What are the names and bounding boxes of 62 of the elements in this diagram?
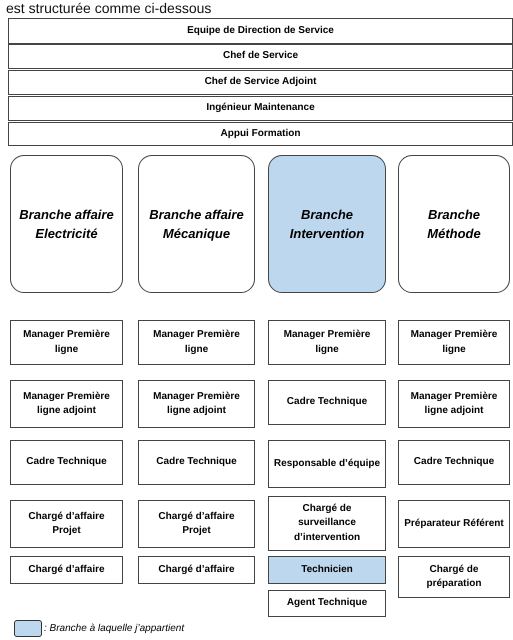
role-title: Chargé d’affaire Projet (27, 510, 106, 538)
role-title: Manager Première ligne adjoint (410, 390, 498, 418)
role-box (398, 440, 510, 485)
staff-bar (8, 122, 513, 146)
role-title: Préparateur Référent (403, 516, 505, 531)
branch-box (10, 155, 123, 293)
role-title: Cadre Technique (155, 455, 238, 470)
role-title: Ingénieur Maintenance (205, 101, 316, 116)
role-box (138, 500, 255, 548)
role-title: Chargé d’affaire Projet (157, 510, 236, 538)
staff-bar (8, 96, 513, 121)
role-title: Branche Méthode (426, 206, 482, 243)
role-title: Chef de Service (222, 49, 300, 64)
role-box (398, 500, 510, 548)
role-title: Cadre Technique (25, 455, 108, 470)
role-title: Manager Première ligne (152, 328, 241, 356)
branch-box (268, 155, 386, 293)
role-title: Appui Formation (220, 126, 302, 141)
role-box (398, 380, 510, 428)
role-title: Cadre Technique (286, 395, 368, 410)
role-title: Chef de Service Adjoint (204, 75, 318, 90)
heading-text: est structurée comme ci-dessous (6, 0, 212, 16)
role-box (138, 556, 255, 584)
role-title: Manager Première ligne (22, 328, 111, 356)
role-title: Equipe de Direction de Service (186, 24, 335, 38)
role-title: Cadre Technique (412, 455, 496, 470)
staff-bar (8, 18, 513, 44)
role-box (268, 440, 386, 488)
role-title: Manager Première ligne adjoint (152, 390, 241, 418)
role-title: Manager Première ligne (282, 328, 372, 356)
staff-bar (8, 44, 513, 69)
role-box (138, 380, 255, 428)
role-title: Responsable d’équipe (272, 456, 382, 471)
role-title: Chargé d’affaire (27, 562, 106, 577)
role-title: Branche affaire Mécanique (148, 206, 245, 243)
role-box (268, 496, 386, 551)
branch-box (138, 155, 255, 293)
role-box (10, 500, 123, 548)
role-title: Chargé de surveillance d’intervention (292, 502, 362, 545)
role-title: Branche affaire Electricité (18, 206, 115, 243)
role-box (268, 590, 386, 617)
role-title: Branche Intervention (288, 206, 366, 243)
role-title: Chargé d’affaire (157, 562, 236, 577)
legend-text: : Branche à laquelle j’appartient (44, 623, 184, 634)
role-title: Manager Première ligne adjoint (22, 390, 111, 418)
role-box (138, 440, 255, 485)
role-box (398, 320, 510, 365)
role-title: Agent Technique (286, 596, 368, 610)
staff-bar (8, 70, 513, 95)
role-box (10, 380, 123, 428)
role-title: Technicien (300, 562, 354, 577)
role-box (10, 320, 123, 365)
role-box (138, 320, 255, 365)
role-box (398, 556, 510, 598)
role-box (268, 556, 386, 584)
role-box (10, 440, 123, 485)
branch-box (398, 155, 510, 293)
role-title: Manager Première ligne (410, 328, 498, 356)
role-box (268, 380, 386, 425)
role-box (268, 320, 386, 365)
role-box (10, 556, 123, 584)
role-title: Chargé de préparation (425, 562, 482, 591)
